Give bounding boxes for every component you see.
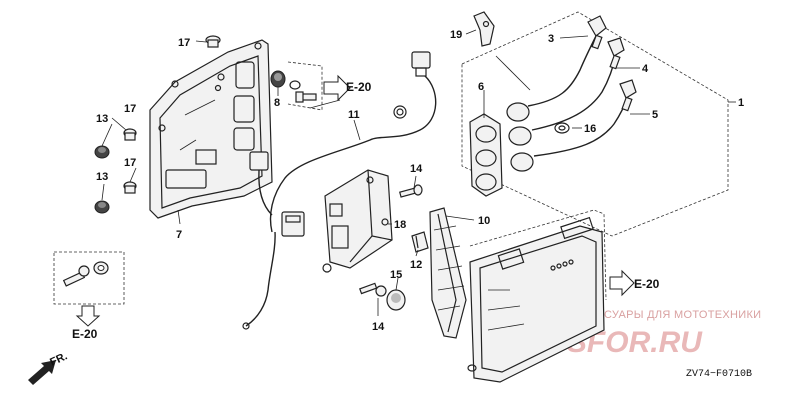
bolt-part-17-middle[interactable] <box>123 128 137 141</box>
plug-lead-part-4[interactable] <box>531 37 625 131</box>
callout-7[interactable]: 7 <box>176 229 182 241</box>
callout-4[interactable]: 4 <box>642 63 649 75</box>
cover-dash-outline <box>469 209 607 301</box>
ref-arrow-right[interactable] <box>609 269 635 297</box>
control-module-part-18[interactable] <box>322 169 393 273</box>
bolt-part-14-lower[interactable] <box>359 282 387 297</box>
ref-arrow-bottom-left[interactable] <box>75 305 101 327</box>
inset-box-bottom-left <box>53 251 125 305</box>
callout-17-middle[interactable]: 17 <box>124 103 136 115</box>
ref-label-top[interactable]: E-20 <box>346 80 372 94</box>
plug-lead-part-3[interactable] <box>527 15 607 107</box>
clip-part-12[interactable] <box>411 231 429 253</box>
callout-13-lower[interactable]: 13 <box>96 171 108 183</box>
callout-11[interactable]: 11 <box>348 109 360 121</box>
clip-part-19[interactable] <box>473 11 495 47</box>
callout-1[interactable]: 1 <box>738 97 744 109</box>
bolt-washer-inset-top <box>289 80 317 103</box>
callout-5[interactable]: 5 <box>652 109 658 121</box>
bolt-part-14-upper[interactable] <box>399 184 423 198</box>
bolt-part-17-top[interactable] <box>205 35 221 48</box>
band-part-16[interactable] <box>554 122 570 134</box>
seal-strip-part-10[interactable] <box>429 207 467 339</box>
callout-13-upper[interactable]: 13 <box>96 113 108 125</box>
ref-label-bottom-left[interactable]: E-20 <box>72 327 98 341</box>
callout-16[interactable]: 16 <box>584 123 596 135</box>
front-direction-label: FR. <box>48 350 69 368</box>
callout-15[interactable]: 15 <box>390 269 402 281</box>
front-direction-arrow <box>28 360 56 385</box>
inset-box-top <box>287 61 323 111</box>
ref-label-right[interactable]: E-20 <box>634 277 660 291</box>
bracket-plate-part-7[interactable] <box>149 39 273 219</box>
callout-10[interactable]: 10 <box>478 215 490 227</box>
callout-3[interactable]: 3 <box>548 33 554 45</box>
grommet-part-13-lower[interactable] <box>94 200 110 214</box>
wire-harness-part-11[interactable] <box>242 51 437 330</box>
callout-14-upper[interactable]: 14 <box>410 163 423 175</box>
ref-arrow-top[interactable] <box>323 74 351 102</box>
diagram-code: ZV74−F0710B <box>686 369 752 380</box>
cover-housing[interactable] <box>467 216 605 383</box>
assembly-frame-part-1 <box>461 11 729 237</box>
callout-17-lower[interactable]: 17 <box>124 157 136 169</box>
callout-18[interactable]: 18 <box>394 219 406 231</box>
callout-14-lower[interactable]: 14 <box>372 321 385 333</box>
grommet-part-13-upper[interactable] <box>94 145 110 159</box>
grommet-part-8[interactable] <box>270 70 286 88</box>
plug-lead-part-5[interactable] <box>533 79 637 157</box>
callout-8[interactable]: 8 <box>274 97 280 109</box>
callout-12[interactable]: 12 <box>410 259 422 271</box>
callout-6[interactable]: 6 <box>478 81 484 93</box>
leader-lines <box>101 29 736 316</box>
ignition-coils-part-6[interactable] <box>469 102 534 197</box>
callout-17-top[interactable]: 17 <box>178 37 190 49</box>
bolt-washer-inset-bottom <box>62 261 109 287</box>
callout-19[interactable]: 19 <box>450 29 462 41</box>
cap-part-15[interactable] <box>386 289 406 311</box>
bolt-part-17-lower[interactable] <box>123 181 137 194</box>
